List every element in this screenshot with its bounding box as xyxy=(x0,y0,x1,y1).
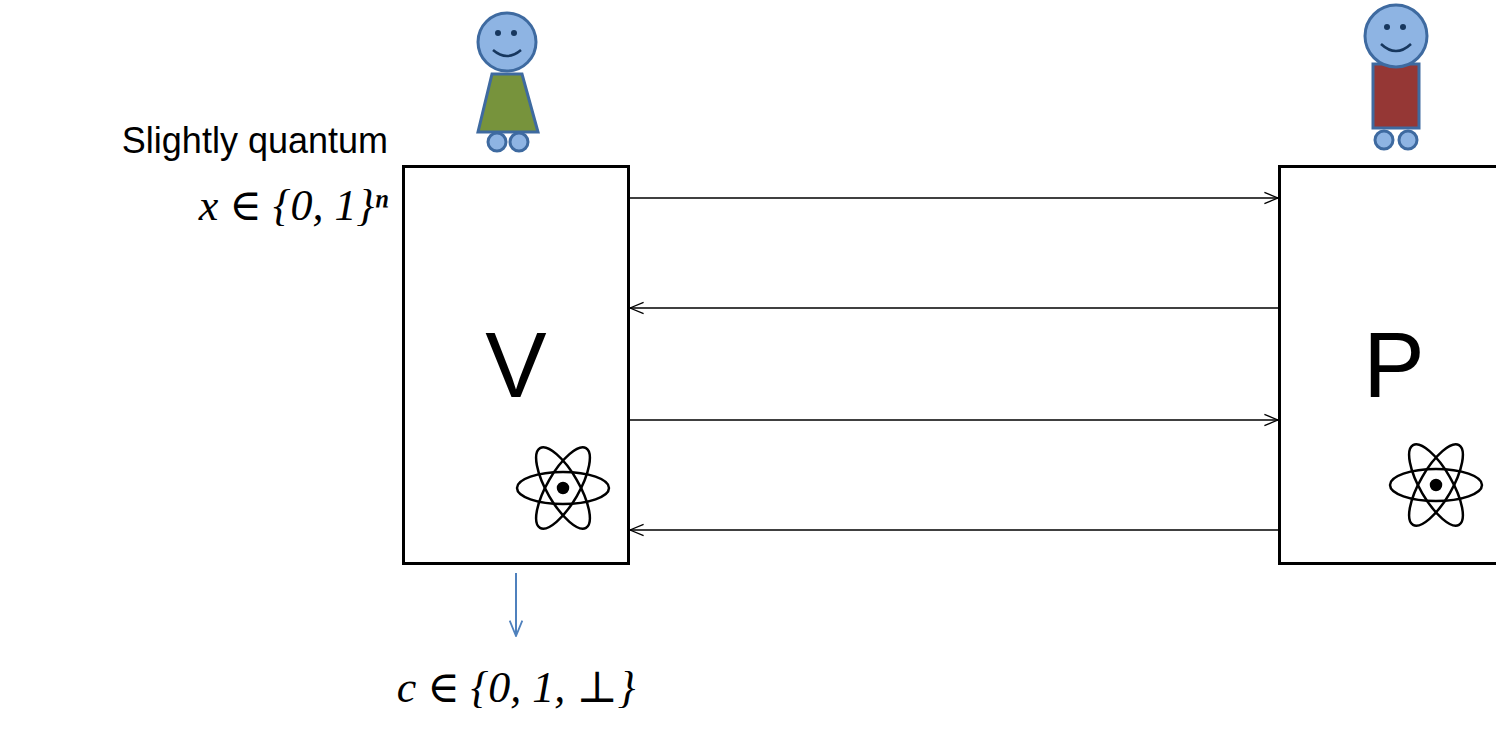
message-arrow xyxy=(630,307,1278,309)
party-letter: P xyxy=(1363,319,1424,411)
annotation-text: Slightly quantum xyxy=(122,121,388,161)
party-letter: V xyxy=(485,319,546,411)
atom-symbol xyxy=(517,440,609,536)
party-box: V xyxy=(402,165,630,565)
verifier-figure xyxy=(478,13,538,151)
party-box: P xyxy=(1278,165,1496,565)
output-arrow xyxy=(515,573,517,636)
math-label: x ∈ {0, 1}ⁿ xyxy=(199,182,388,230)
message-arrow xyxy=(630,529,1278,531)
message-arrow xyxy=(630,197,1278,199)
message-arrow xyxy=(630,419,1278,421)
math-label: c ∈ {0, 1, ⊥} xyxy=(397,664,636,712)
atom-symbol xyxy=(1390,437,1482,533)
prover-figure xyxy=(1365,5,1427,149)
